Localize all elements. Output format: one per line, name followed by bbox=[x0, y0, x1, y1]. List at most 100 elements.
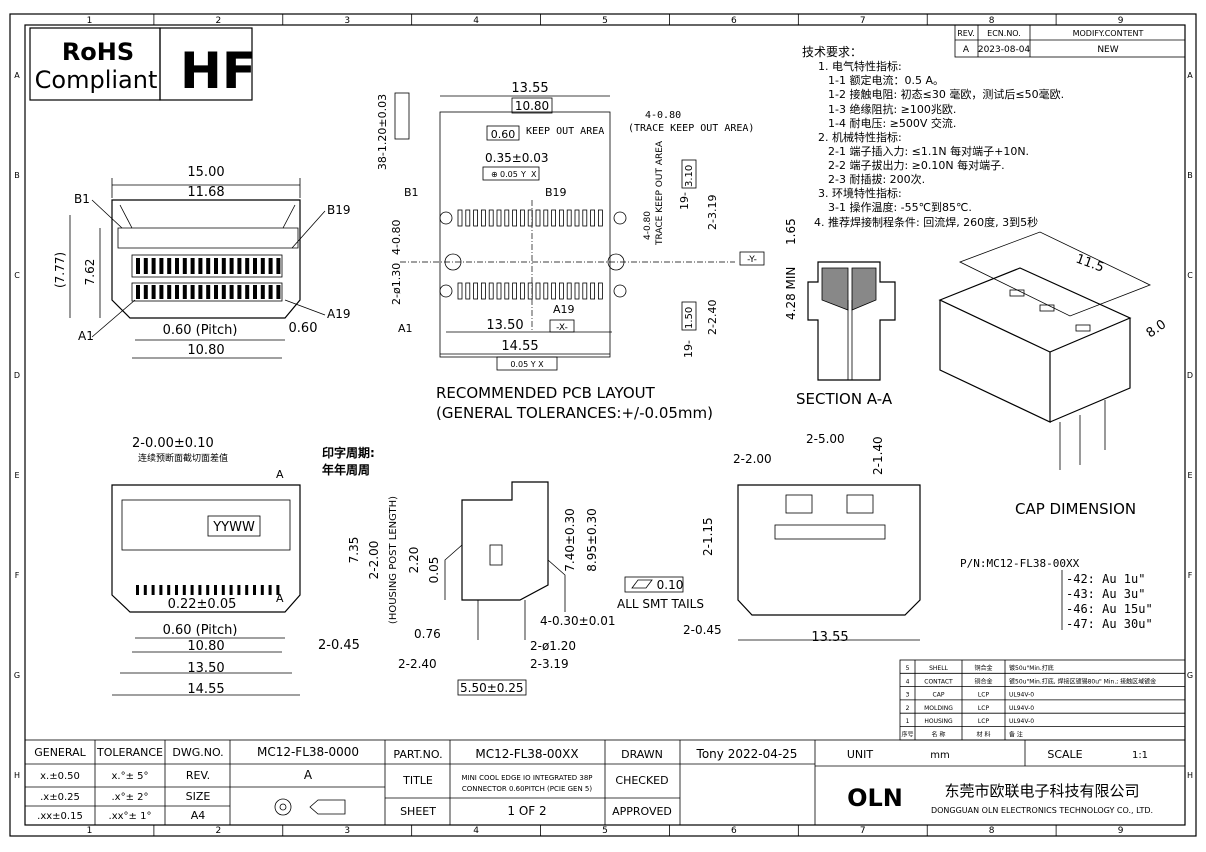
side-dim: 0.05 bbox=[427, 557, 441, 584]
bottom-date-label: 印字周期: bbox=[322, 445, 375, 460]
pcb-pad bbox=[512, 209, 517, 227]
bom-cell: 镀50u"Min.打底, 焊接区镀锡80u" Min.; 接触区域镀金 bbox=[1009, 677, 1156, 685]
cap-side-dim: 2-1.40 bbox=[871, 436, 885, 475]
pcb-pad bbox=[598, 209, 603, 227]
cap-dim: 8.0 bbox=[1144, 317, 1170, 341]
zone-letter: H bbox=[14, 771, 20, 780]
side-view: 7.35 2-2.00 (HOUSING POST LENGTH) 2.20 0… bbox=[347, 481, 704, 696]
pcb-dim: 13.55 bbox=[511, 81, 548, 96]
tech-line: 1-3 绝缘阻抗: ≥100兆欧. bbox=[828, 102, 956, 116]
contact-pin bbox=[206, 585, 210, 595]
bom-cell: SHELL bbox=[929, 665, 948, 672]
pcb-pad bbox=[590, 209, 595, 227]
pcb-dim: 4-0.80 bbox=[643, 211, 653, 240]
contact-pin bbox=[136, 285, 140, 299]
pcb-dim: 1.50 bbox=[684, 307, 695, 329]
cap-side-dim: 2-1.15 bbox=[701, 517, 715, 556]
front-dim-pitch: 0.60 (Pitch) bbox=[163, 323, 238, 338]
zone-letter: A bbox=[14, 71, 20, 80]
tech-line: 2-1 端子插入力: ≤1.1N 每对端子+10N. bbox=[828, 144, 1029, 158]
pcb-pad bbox=[473, 282, 479, 300]
contact-pin bbox=[260, 285, 265, 299]
cap-side-dim: 2-2.00 bbox=[733, 452, 772, 466]
tb-dwg-no: MC12-FL38-0000 bbox=[257, 745, 359, 759]
bom-cell: CONTACT bbox=[924, 678, 953, 685]
tb-tol: .xx±0.15 bbox=[37, 811, 83, 822]
pcb-dim: 0.60 bbox=[491, 128, 516, 141]
contact-pin bbox=[229, 285, 234, 299]
contact-pin bbox=[175, 285, 179, 299]
front-label-a1: A1 bbox=[78, 329, 94, 343]
cap-side-dim: 2-5.00 bbox=[806, 432, 845, 446]
company-name-cn: 东莞市欧联电子科技有限公司 bbox=[944, 782, 1139, 800]
front-dim-762: 7.62 bbox=[83, 259, 97, 286]
pcb-pad bbox=[559, 209, 564, 227]
tech-requirements: 技术要求： 1. 电气特性指标: 1-1 额定电流：0.5 A。 1-2 接触电… bbox=[802, 45, 1064, 229]
contact-pin bbox=[190, 585, 194, 595]
tb-title-1: MINI COOL EDGE IO INTEGRATED 38P bbox=[461, 774, 592, 782]
cap-side-view: 2-5.00 2-2.00 2-1.40 2-1.15 2-0.45 13.55 bbox=[683, 432, 921, 645]
zone-number: 5 bbox=[602, 826, 608, 836]
bom-cell: 镀50u"Min.打底 bbox=[1009, 664, 1054, 672]
pcb-dim: 19- bbox=[678, 192, 691, 210]
pcb-a1: A1 bbox=[398, 322, 413, 335]
zone-letter: B bbox=[1187, 171, 1193, 180]
contact-pin bbox=[206, 285, 211, 299]
zone-number: 6 bbox=[731, 16, 737, 26]
zone-letter: D bbox=[14, 371, 20, 380]
side-dim: 2.20 bbox=[407, 547, 421, 574]
pcb-pad bbox=[520, 282, 525, 300]
section-title: SECTION A-A bbox=[796, 390, 893, 408]
pcb-pad bbox=[590, 282, 595, 300]
tech-line: 1-4 耐电压: ≥500V 交流. bbox=[828, 116, 956, 130]
tb-general: GENERAL bbox=[34, 746, 86, 759]
bottom-dim: 2-0.00±0.10 bbox=[132, 436, 214, 451]
tb-title-label: TITLE bbox=[402, 774, 433, 787]
front-dim-1168: 11.68 bbox=[187, 185, 224, 200]
zone-number: 8 bbox=[989, 16, 995, 26]
pcb-dim: 4-0.80 bbox=[645, 110, 681, 121]
tb-tol: .x±0.25 bbox=[40, 792, 80, 803]
bottom-dim: 2-0.45 bbox=[318, 638, 360, 653]
side-dim: (HOUSING POST LENGTH) bbox=[388, 496, 399, 624]
contact-pin bbox=[237, 585, 241, 595]
rev-header-ecn: ECN.NO. bbox=[987, 29, 1021, 38]
pcb-pad bbox=[496, 209, 502, 227]
front-dim-060: 0.60 bbox=[289, 321, 318, 336]
tech-line: 1-2 接触电阻: 初态≤30 毫欧，测试后≤50毫欧. bbox=[828, 87, 1064, 101]
side-dim: 5.50±0.25 bbox=[460, 681, 524, 695]
contact-pin bbox=[276, 585, 280, 595]
company-name-en: DONGGUAN OLN ELECTRONICS TECHNOLOGY CO.,… bbox=[931, 806, 1153, 815]
zone-letter: F bbox=[1188, 571, 1193, 580]
front-label-b1: B1 bbox=[74, 192, 90, 206]
tb-part-label: PART.NO. bbox=[393, 748, 442, 761]
pcb-datum-y: -Y- bbox=[747, 255, 757, 265]
pcb-pad bbox=[543, 282, 549, 300]
tb-scale-label: SCALE bbox=[1047, 748, 1082, 761]
tech-line: 2. 机械特性指标: bbox=[818, 130, 902, 144]
bom-cell: LCP bbox=[978, 718, 990, 725]
zone-number: 3 bbox=[344, 826, 350, 836]
bottom-dim: 10.80 bbox=[187, 639, 224, 654]
tech-line: 1. 电气特性指标: bbox=[818, 59, 902, 73]
zone-number: 6 bbox=[731, 826, 737, 836]
bottom-view: YYWW 2-0.00±0.10 连续预断面截切面差值 印字周期: 年年周周 A… bbox=[111, 436, 375, 697]
tb-tol: x.±0.50 bbox=[40, 771, 80, 782]
pn-variant: -42: Au 1u" bbox=[1066, 572, 1145, 586]
pcb-b1: B1 bbox=[404, 186, 419, 199]
yyww-marking: YYWW bbox=[212, 520, 255, 535]
tb-drawn-label: DRAWN bbox=[621, 748, 663, 761]
pn-label: P/N:MC12-FL38-00XX bbox=[960, 557, 1080, 570]
tech-line: 1-1 额定电流：0.5 A。 bbox=[828, 73, 944, 87]
zone-letter: B bbox=[14, 171, 20, 180]
pcb-pad bbox=[551, 209, 556, 227]
contact-pin bbox=[206, 258, 211, 274]
pcb-pad bbox=[480, 209, 486, 227]
bottom-date-format: 年年周周 bbox=[322, 462, 370, 477]
pcb-dim: 2-ø1.30 bbox=[390, 263, 403, 305]
pcb-pad bbox=[566, 209, 572, 227]
section-dim: 1.65 bbox=[784, 218, 798, 245]
